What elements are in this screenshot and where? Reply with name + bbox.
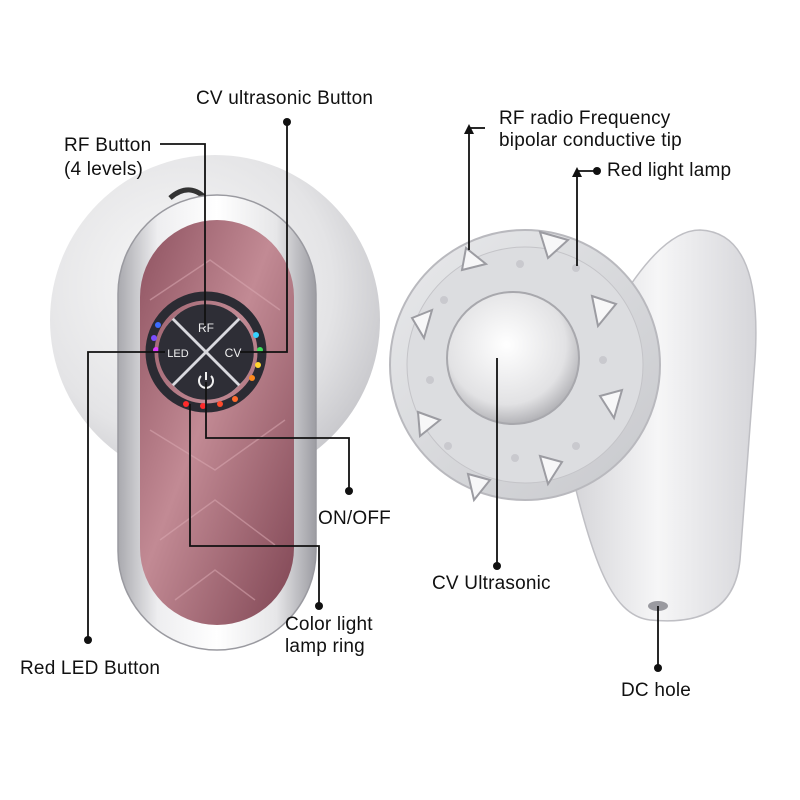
led-button-label: LED	[167, 348, 188, 360]
label-rf-tip-line2: bipolar conductive tip	[499, 130, 682, 151]
cv-button[interactable]	[208, 320, 254, 384]
control-cluster: RF CV LED	[145, 291, 267, 413]
leader-cv-button	[240, 122, 288, 353]
label-rf-tip-line1: RF radio Frequency	[499, 108, 671, 129]
ring-leds	[151, 322, 263, 409]
label-cv-ultrasonic-button: CV ultrasonic Button	[196, 88, 374, 109]
label-rf-button-line2: (4 levels)	[64, 159, 144, 180]
label-rf-button-line1: RF Button	[64, 135, 152, 156]
rf-button[interactable]	[174, 304, 238, 350]
label-cv-ultrasonic: CV Ultrasonic	[432, 573, 551, 594]
label-red-led-button: Red LED Button	[20, 658, 161, 679]
cv-ultrasonic-plate	[446, 291, 580, 425]
label-color-light-line1: Color light	[285, 614, 373, 635]
label-on-off: ON/OFF	[318, 508, 391, 529]
leader-rf-button	[160, 143, 206, 326]
label-color-light-line2: lamp ring	[285, 636, 365, 657]
leader-arrows	[464, 124, 597, 177]
red-light-lamps	[426, 260, 607, 462]
label-red-light-lamp: Red light lamp	[607, 160, 732, 181]
device-front-view: RF CV LED	[50, 155, 380, 651]
led-button[interactable]	[158, 320, 204, 384]
control-panel	[140, 220, 294, 625]
leader-on-off	[205, 382, 350, 491]
cv-button-label: CV	[225, 346, 242, 360]
rf-button-label: RF	[198, 321, 214, 335]
leader-lines	[87, 122, 659, 668]
leader-color-ring	[189, 404, 320, 606]
leader-led-button	[87, 351, 165, 640]
label-dc-hole: DC hole	[621, 680, 692, 701]
device-back-view	[389, 229, 757, 622]
panel-facets	[149, 259, 286, 601]
rf-conductive-tips	[410, 230, 624, 503]
